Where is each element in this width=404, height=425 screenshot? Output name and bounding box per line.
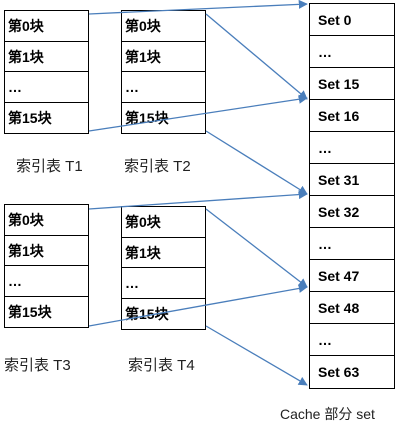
cache-set-15: Set 15 (310, 68, 394, 100)
cache-set-32: Set 32 (310, 196, 394, 228)
t4-row-block-1: 第1块 (122, 238, 205, 268)
t1-row-block-1: 第1块 (5, 42, 88, 72)
t4-row-ellipsis: … (122, 268, 205, 299)
arrow-t2-block0-to-set16 (205, 13, 308, 100)
t3-row-ellipsis: … (5, 266, 88, 297)
cache-set-31: Set 31 (310, 164, 394, 196)
cache-caption: Cache 部分 set (280, 406, 375, 422)
cache-set-47: Set 47 (310, 260, 394, 292)
index-table-t3: 第0块 第1块 … 第15块 (4, 204, 89, 328)
index-table-t1: 第0块 第1块 … 第15块 (4, 10, 89, 134)
index-table-t4: 第0块 第1块 … 第15块 (121, 206, 206, 330)
t2-row-block-15: 第15块 (125, 109, 169, 126)
cache-ellipsis-4: … (310, 324, 394, 356)
t1-caption: 索引表 T1 (16, 158, 83, 175)
t4-caption: 索引表 T4 (128, 357, 195, 374)
t4-row-block-15: 第15块 (125, 305, 169, 322)
cache-set-63: Set 63 (318, 364, 360, 380)
cache-set-16: Set 16 (310, 100, 394, 132)
t3-row-block-0: 第0块 (5, 205, 88, 236)
arrow-t2-block15-to-set31 (205, 130, 308, 195)
t2-caption: 索引表 T2 (124, 158, 191, 175)
t2-row-block-0: 第0块 (122, 11, 205, 42)
cache-set-0: Set 0 (310, 4, 394, 36)
arrow-t4-block0-to-set48 (205, 208, 308, 288)
t3-row-block-1: 第1块 (5, 236, 88, 266)
t3-caption: 索引表 T3 (4, 357, 71, 374)
arrow-t4-block15-to-set63 (205, 325, 308, 386)
t4-row-block-0: 第0块 (122, 207, 205, 238)
t2-row-block-1: 第1块 (122, 42, 205, 72)
cache-set-48: Set 48 (310, 292, 394, 324)
t1-row-block-15: 第15块 (8, 109, 52, 126)
index-table-t2: 第0块 第1块 … 第15块 (121, 10, 206, 134)
t3-row-block-15: 第15块 (8, 303, 52, 320)
cache-ellipsis-2: … (310, 132, 394, 164)
t2-row-ellipsis: … (122, 72, 205, 103)
cache-set-column: Set 0 … Set 15 Set 16 … Set 31 Set 32 … … (309, 3, 395, 389)
cache-ellipsis-3: … (310, 228, 394, 260)
cache-ellipsis-1: … (310, 36, 394, 68)
t1-row-ellipsis: … (5, 72, 88, 103)
t1-row-block-0: 第0块 (5, 11, 88, 42)
